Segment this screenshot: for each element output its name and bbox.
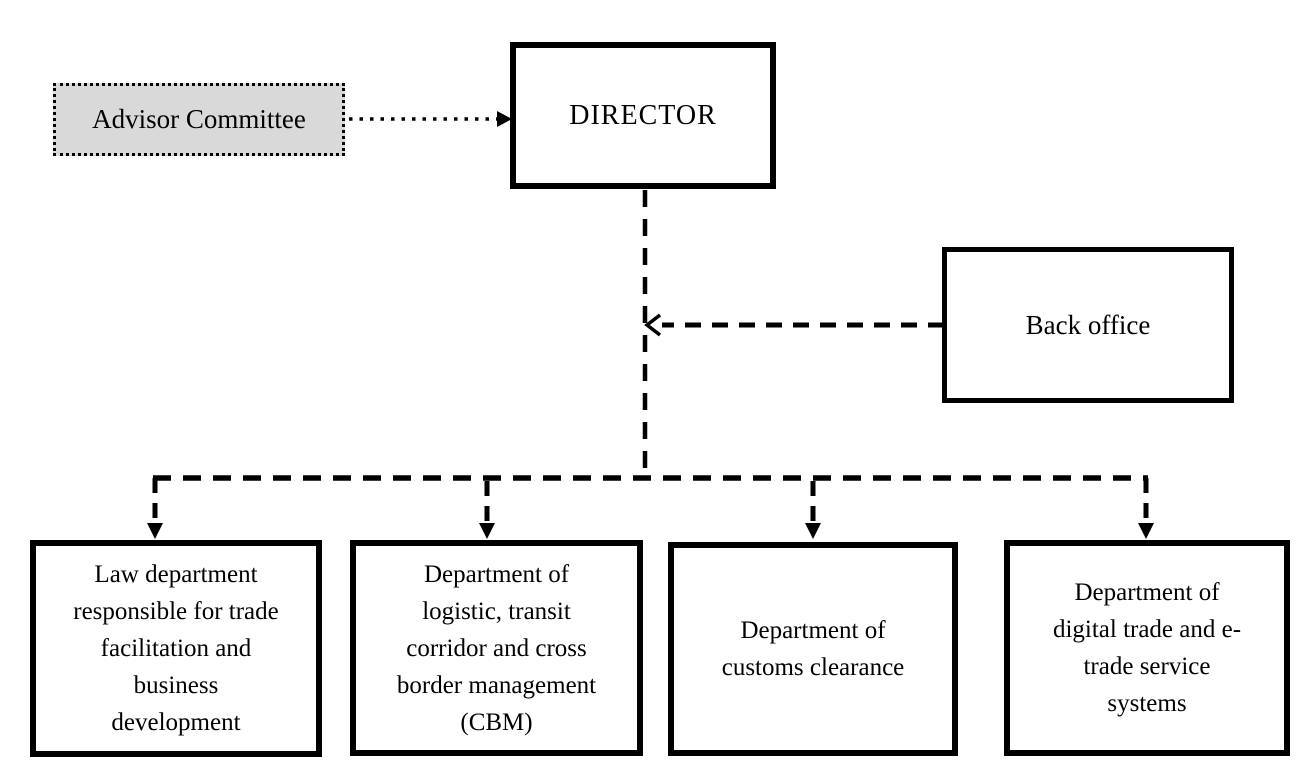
- arrowhead-down-icon: [479, 523, 495, 539]
- node-dept-logistics: Department of logistic, transit corridor…: [350, 540, 643, 756]
- arrowhead-down-icon: [147, 523, 163, 539]
- node-dept-customs: Department of customs clearance: [668, 542, 958, 756]
- dept-digital-label: Department of digital trade and e- trade…: [1052, 579, 1242, 717]
- node-director: DIRECTOR: [510, 42, 776, 189]
- node-advisor-committee: Advisor Committee: [53, 83, 345, 156]
- back-office-label: Back office: [1025, 309, 1151, 340]
- dept-law-label: Law department responsible for trade fac…: [73, 561, 279, 736]
- arrowhead-right-icon: [497, 111, 512, 127]
- arrowhead-down-icon: [1138, 523, 1154, 539]
- arrowhead-down-icon: [805, 523, 821, 539]
- dept-customs-label: Department of customs clearance: [721, 617, 905, 681]
- node-dept-law: Law department responsible for trade fac…: [30, 540, 322, 757]
- arrowhead-left-icon: [644, 313, 662, 337]
- node-back-office: Back office: [942, 247, 1234, 403]
- node-dept-digital: Department of digital trade and e- trade…: [1004, 540, 1290, 756]
- director-label: DIRECTOR: [569, 100, 717, 131]
- advisor-committee-label: Advisor Committee: [92, 104, 306, 134]
- dept-logistics-label: Department of logistic, transit corridor…: [396, 560, 597, 736]
